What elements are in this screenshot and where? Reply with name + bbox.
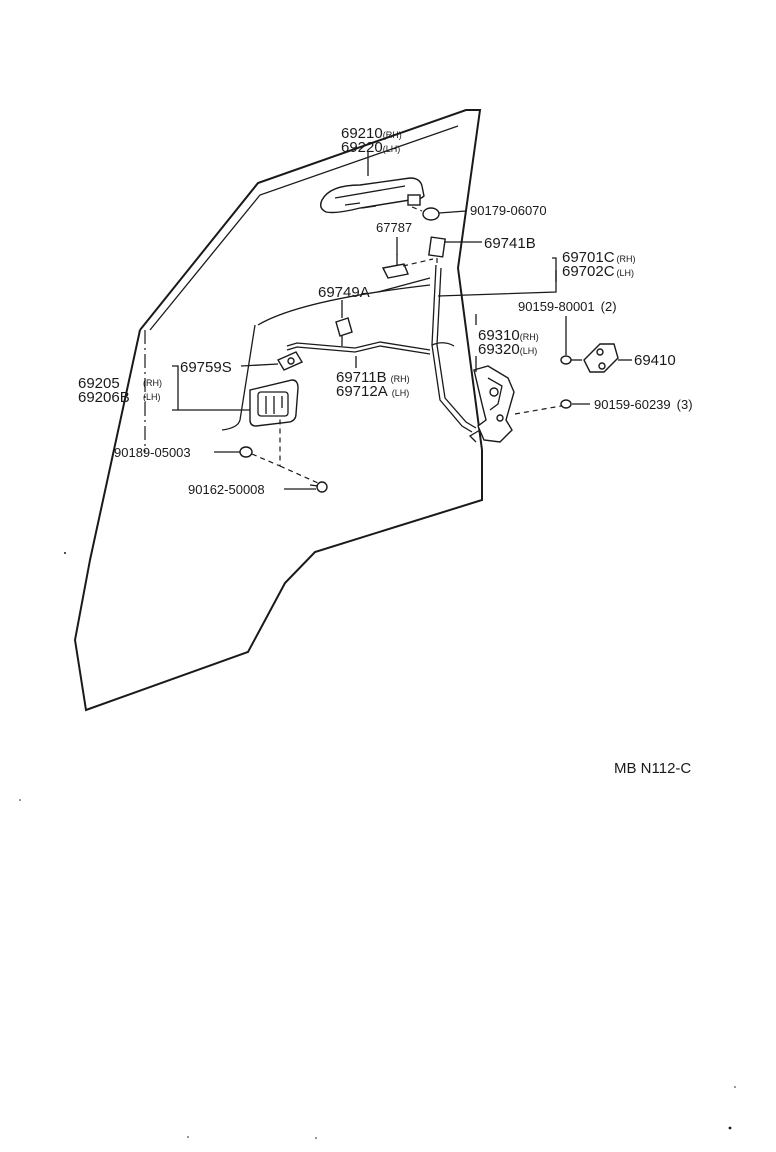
outside-door-handle [319,177,425,214]
label-67787: 67787 [376,220,412,235]
door-outline [73,109,483,712]
assembly-lines [251,258,438,484]
scan-specks [19,552,736,1139]
diagram-code: MB N112-C [614,760,691,777]
screw-80001-icon [560,355,582,365]
screw-60239-icon [514,399,572,415]
clip-69741b-icon [428,236,446,258]
label-90159-60239: 90159-60239(3) [594,397,693,412]
label-69210: 69210(RH) [341,125,402,142]
lock-rod-horizontal [286,341,431,355]
label-69220: 69220(LH) [341,139,400,156]
label-69749a: 69749A [318,284,370,301]
label-69310: 69310(RH) [478,327,539,344]
clip-69749a-icon [335,317,353,346]
label-69712a: 69712A(LH) [336,383,409,400]
label-69759s: 69759S [180,359,232,376]
label-69711b: 69711B(RH) [336,369,410,386]
nut-icon [411,206,440,221]
door-lock-assembly-icon [468,365,515,443]
pad-icon [381,254,409,279]
label-90179-06070: 90179-06070 [470,203,547,218]
clip-69759s-icon [276,351,304,371]
label-69702c: 69702C(LH) [562,263,634,280]
part-labels: 69210(RH) 69220(LH) 90179-06070 67787 69… [78,125,693,777]
label-90162-50008: 90162-50008 [188,482,265,497]
lock-rod-vertical [431,264,477,433]
label-69410: 69410 [634,352,676,369]
label-69741b: 69741B [484,235,536,252]
label-69701c: 69701C(RH) [562,249,636,266]
label-69320: 69320(LH) [478,341,537,358]
label-69206b: 69206B [78,389,130,406]
label-69205: 69205 [78,375,120,392]
leader-lines [172,152,632,490]
inside-handle-icon [249,379,299,427]
screw-50008-icon [309,481,328,493]
label-side-rh: (RH) [143,378,162,388]
label-side-lh: (LH) [143,392,161,402]
striker-icon [583,343,619,373]
screw-05003-icon [239,446,253,458]
label-90189-05003: 90189-05003 [114,445,191,460]
label-90159-80001: 90159-80001(2) [518,299,617,314]
